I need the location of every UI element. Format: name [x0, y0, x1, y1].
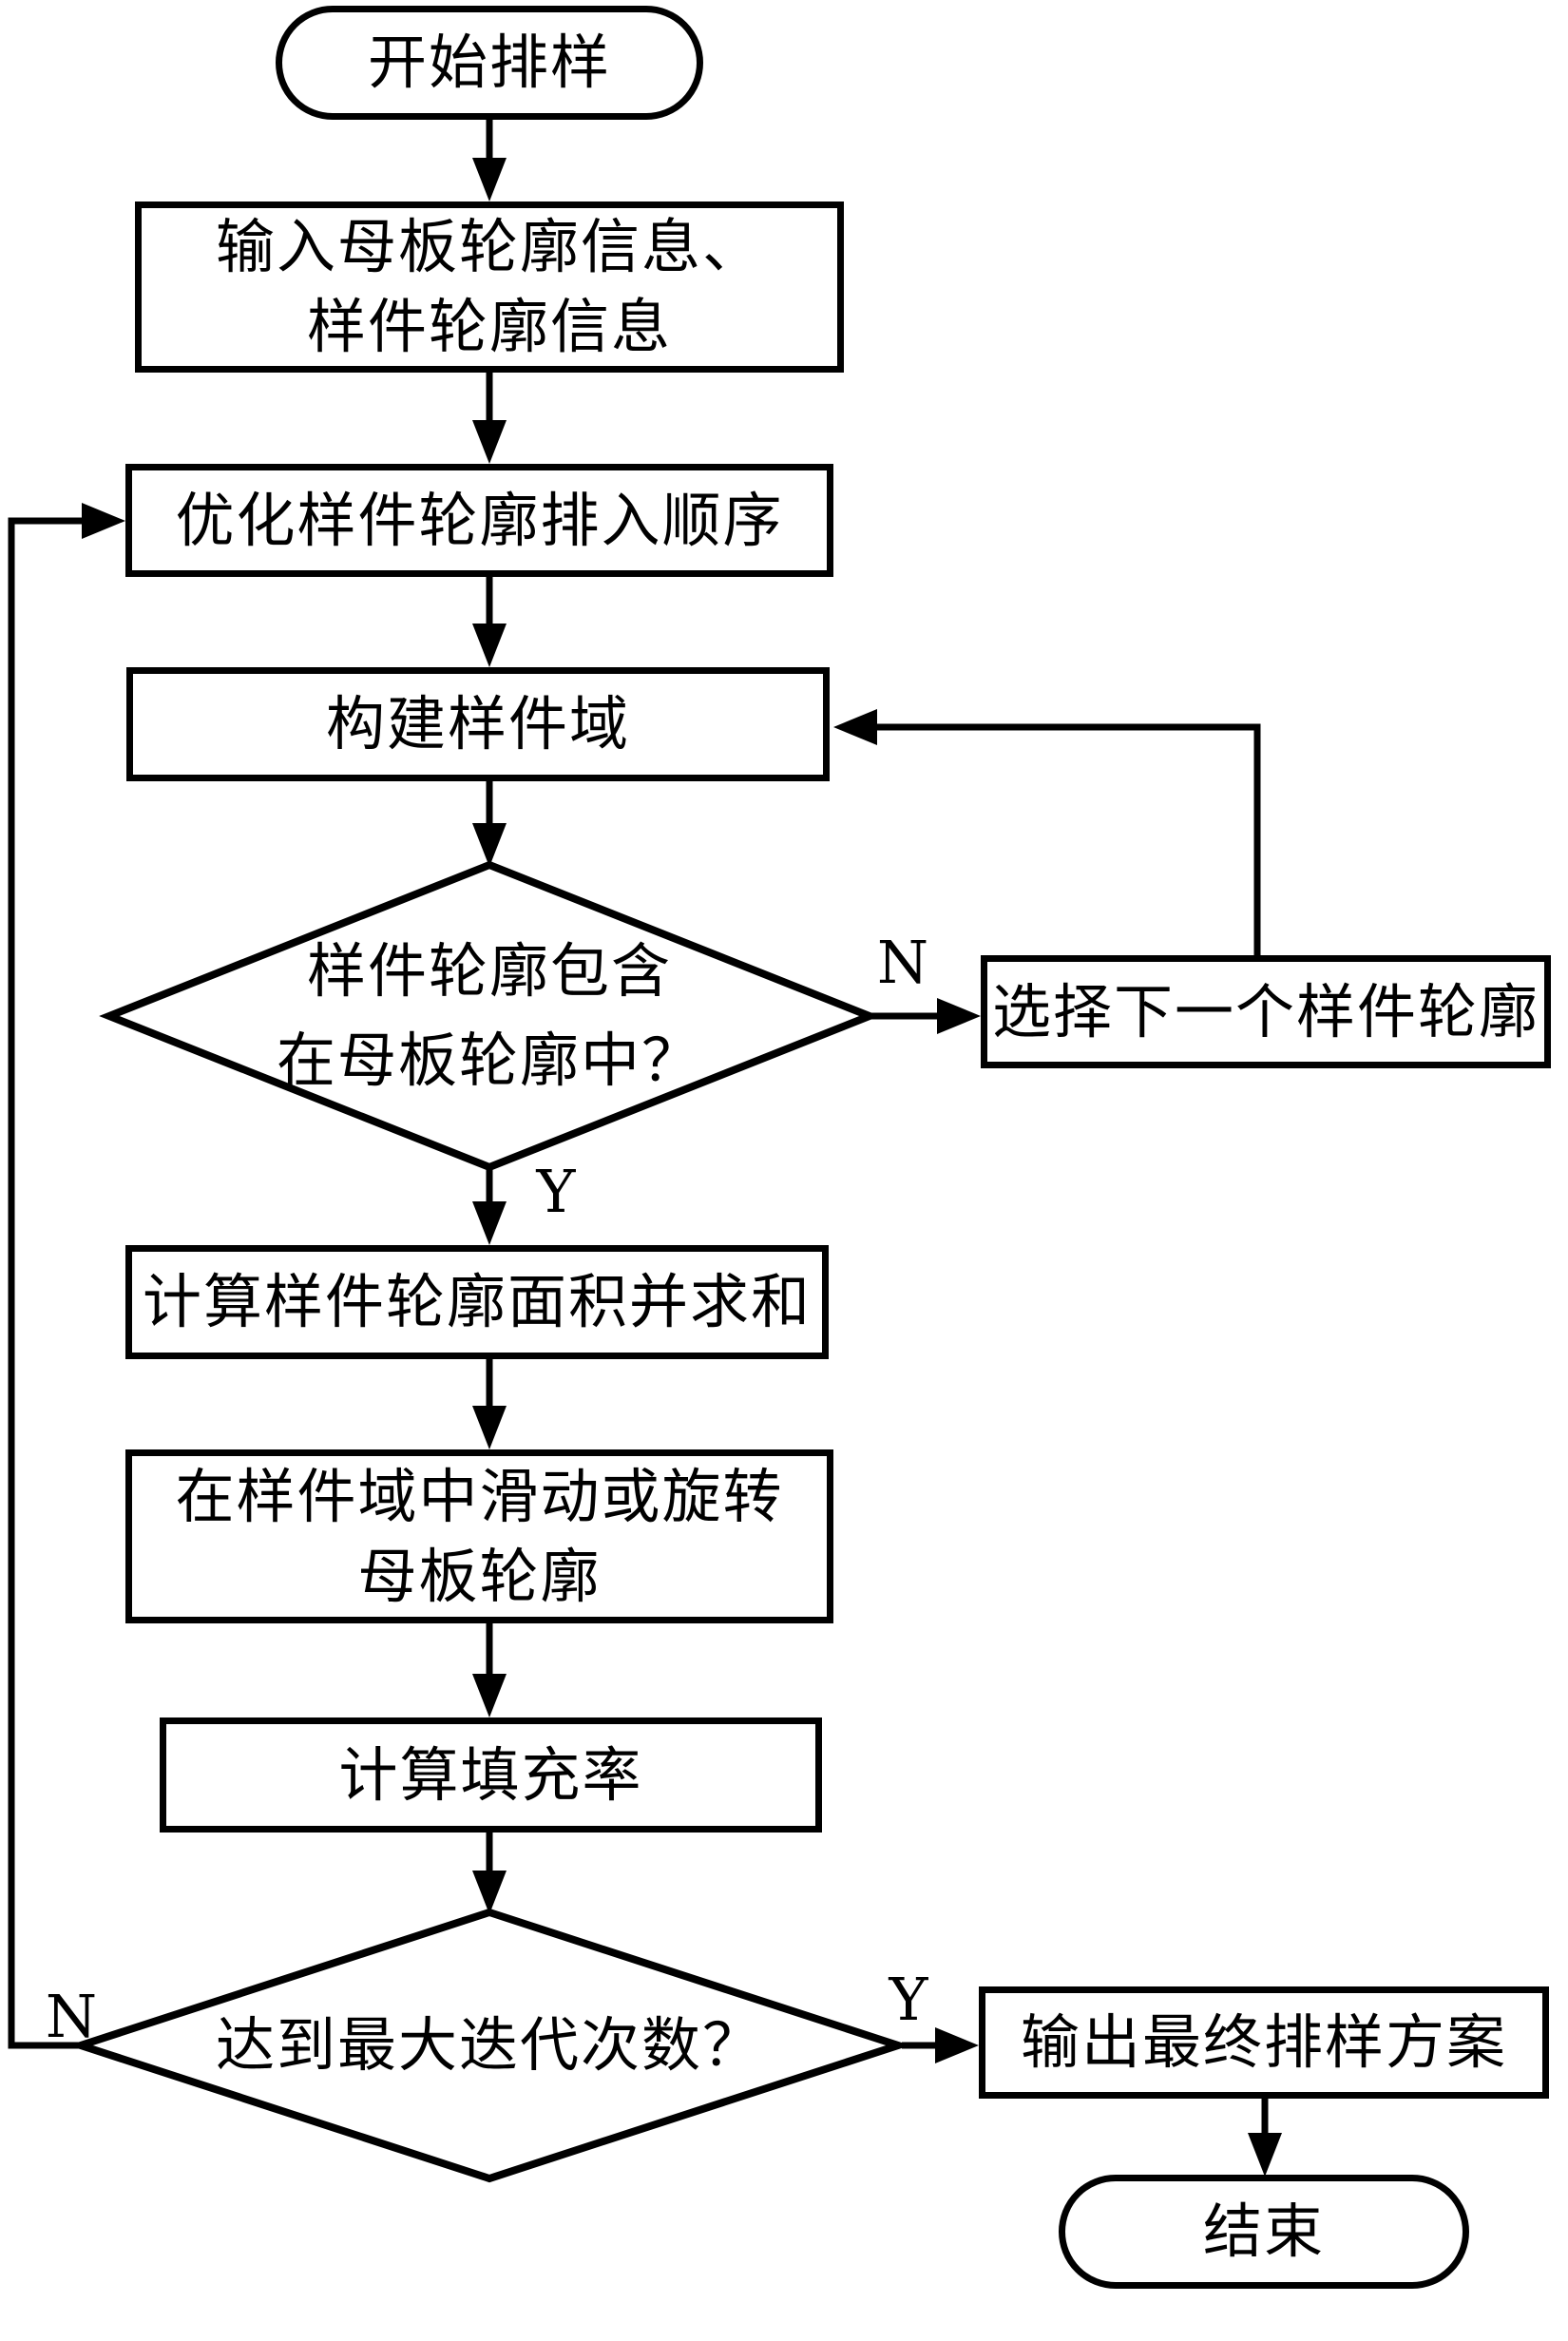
arrowhead-contain-no [937, 998, 981, 1034]
contain-check-line2: 在母板轮廓中？ [276, 1026, 702, 1095]
diamond-contain-check-text: 样件轮廓包含 在母板轮廓中？ [109, 865, 870, 1167]
contain-check-line1: 样件轮廓包含 [306, 936, 672, 1006]
node-start: 开始排样 [276, 6, 703, 120]
arrowhead-loop-select-to-build [833, 709, 877, 745]
node-sum-area: 计算样件轮廓面积并求和 [125, 1245, 829, 1359]
node-optimize-order: 优化样件轮廓排入顺序 [125, 464, 833, 577]
node-slide-rotate-line2: 母板轮廓 [357, 1541, 602, 1611]
node-select-next: 选择下一个样件轮廓 [981, 955, 1551, 1068]
label-iteration-yes: Y [889, 1964, 928, 2034]
arrowhead-slide-to-fill [472, 1674, 507, 1717]
loop-iteration-no-line [8, 517, 84, 2049]
arrowhead-build-to-contain [472, 823, 507, 867]
node-optimize-order-label: 优化样件轮廓排入顺序 [175, 485, 784, 555]
arrowhead-input-to-optimize [472, 420, 507, 464]
arrowhead-contain-yes [472, 1201, 507, 1245]
label-contain-no: N [876, 927, 929, 997]
arrowhead-iteration-no [82, 503, 125, 539]
node-select-next-label: 选择下一个样件轮廓 [991, 976, 1539, 1046]
node-build-domain: 构建样件域 [126, 667, 830, 781]
node-fill-rate: 计算填充率 [160, 1717, 822, 1833]
label-contain-yes: Y [536, 1156, 576, 1226]
arrowhead-optimize-to-build [472, 624, 507, 667]
node-output-plan-label: 输出最终排样方案 [1020, 2007, 1507, 2077]
loop-select-to-build-line [873, 723, 1261, 958]
label-iteration-no: N [45, 1981, 98, 2051]
diamond-contain-check [99, 860, 880, 1172]
arrowhead-sum-to-slide [472, 1406, 507, 1449]
node-build-domain-label: 构建样件域 [325, 689, 630, 758]
node-slide-rotate: 在样件域中滑动或旋转 母板轮廓 [125, 1449, 833, 1623]
node-input-info-line2: 样件轮廓信息 [306, 292, 672, 361]
node-output-plan: 输出最终排样方案 [979, 1986, 1549, 2099]
iteration-check-label: 达到最大迭代次数？ [215, 2010, 763, 2080]
node-slide-rotate-line1: 在样件域中滑动或旋转 [175, 1461, 784, 1531]
node-start-label: 开始排样 [367, 28, 611, 97]
diamond-iteration-check [68, 1908, 910, 2183]
arrowhead-fill-to-iteration [472, 1871, 507, 1914]
diamond-iteration-check-text: 达到最大迭代次数？ [81, 1912, 898, 2178]
node-fill-rate-label: 计算填充率 [338, 1739, 643, 1810]
arrowhead-iteration-yes [935, 2027, 979, 2063]
node-input-info: 输入母板轮廓信息、 样件轮廓信息 [135, 201, 844, 373]
node-end: 结束 [1059, 2175, 1469, 2289]
node-end-label: 结束 [1202, 2197, 1325, 2266]
arrowhead-start-to-input [472, 158, 507, 201]
arrowhead-output-to-end [1248, 2133, 1282, 2177]
node-sum-area-label: 计算样件轮廓面积并求和 [142, 1267, 812, 1336]
node-input-info-line1: 输入母板轮廓信息、 [215, 212, 763, 281]
